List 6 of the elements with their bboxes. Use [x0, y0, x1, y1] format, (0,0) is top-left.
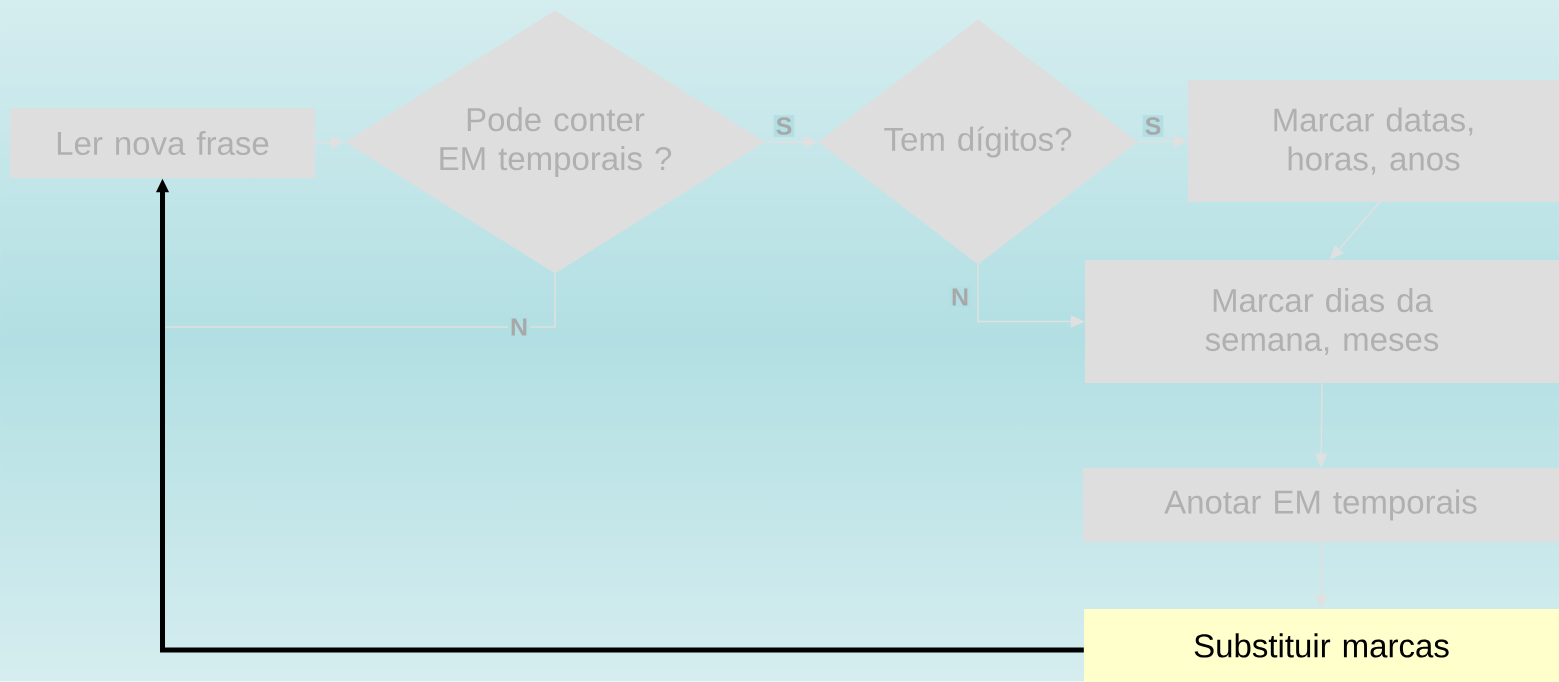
process-box: Substituir marcas — [1084, 609, 1559, 682]
edge-label: N — [508, 316, 531, 338]
arrow — [1330, 201, 1381, 260]
edge-label: N — [949, 286, 972, 308]
edge-label: S — [773, 115, 795, 137]
edge-label: S — [1142, 115, 1164, 137]
